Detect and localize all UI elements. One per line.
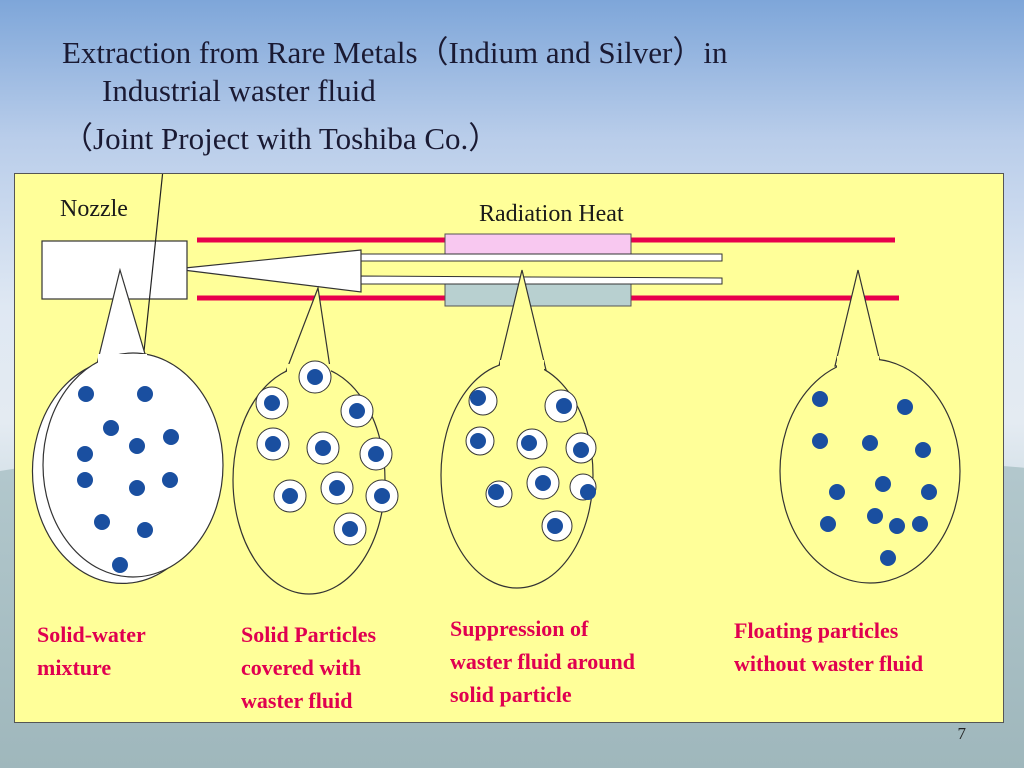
droplet-floating-pointer bbox=[834, 269, 882, 367]
droplet-2-particles bbox=[255, 360, 399, 546]
flow-channel-top bbox=[360, 253, 723, 262]
caption-covered: Solid Particles covered with waster flui… bbox=[241, 618, 376, 717]
slide-title: Extraction from Rare Metals（Indium and S… bbox=[62, 34, 962, 158]
flow-channel-bottom bbox=[360, 275, 723, 285]
caption-line: Solid Particles bbox=[241, 622, 377, 647]
droplet-3-join bbox=[500, 360, 544, 374]
caption-suppression: Suppression of waster fluid around solid… bbox=[450, 612, 635, 711]
title-line-3: （Joint Project with Toshiba Co.） bbox=[62, 121, 500, 156]
nozzle-label: Nozzle bbox=[60, 196, 128, 222]
caption-line: mixture bbox=[37, 655, 112, 680]
droplet-covered-pointer bbox=[284, 285, 332, 375]
droplet-4-join bbox=[837, 356, 879, 370]
caption-line: covered with bbox=[241, 655, 361, 680]
droplet-4-particles bbox=[812, 391, 937, 566]
droplet-solid-water bbox=[42, 352, 224, 578]
caption-line: waster fluid bbox=[241, 688, 353, 713]
droplet-3-particles bbox=[465, 386, 597, 542]
caption-floating: Floating particles without waster fluid bbox=[734, 614, 923, 680]
page-number: 7 bbox=[957, 724, 967, 743]
nozzle-box bbox=[41, 240, 188, 300]
spray-cone-arrow bbox=[174, 249, 362, 293]
process-diagram: Nozzle Radiation Heat bbox=[31, 174, 961, 595]
diagram-panel: Nozzle Radiation Heat bbox=[14, 173, 1004, 723]
caption-line: solid particle bbox=[450, 682, 572, 707]
droplet-1-particles bbox=[77, 386, 179, 573]
droplet-floating bbox=[779, 358, 961, 584]
radiation-heat-label: Radiation Heat bbox=[479, 201, 624, 227]
caption-line: Floating particles bbox=[734, 618, 899, 643]
caption-solid-water: Solid-water mixture bbox=[37, 618, 146, 684]
title-line-1: Extraction from Rare Metals（Indium and S… bbox=[62, 35, 728, 70]
leader-line bbox=[140, 174, 164, 381]
caption-line: without waster fluid bbox=[734, 651, 924, 676]
caption-line: waster fluid around bbox=[450, 649, 636, 674]
caption-line: Solid-water bbox=[37, 622, 146, 647]
title-line-2: Industrial waster fluid bbox=[102, 73, 376, 108]
caption-line: Suppression of bbox=[450, 616, 589, 641]
droplet-1-join bbox=[98, 354, 147, 368]
